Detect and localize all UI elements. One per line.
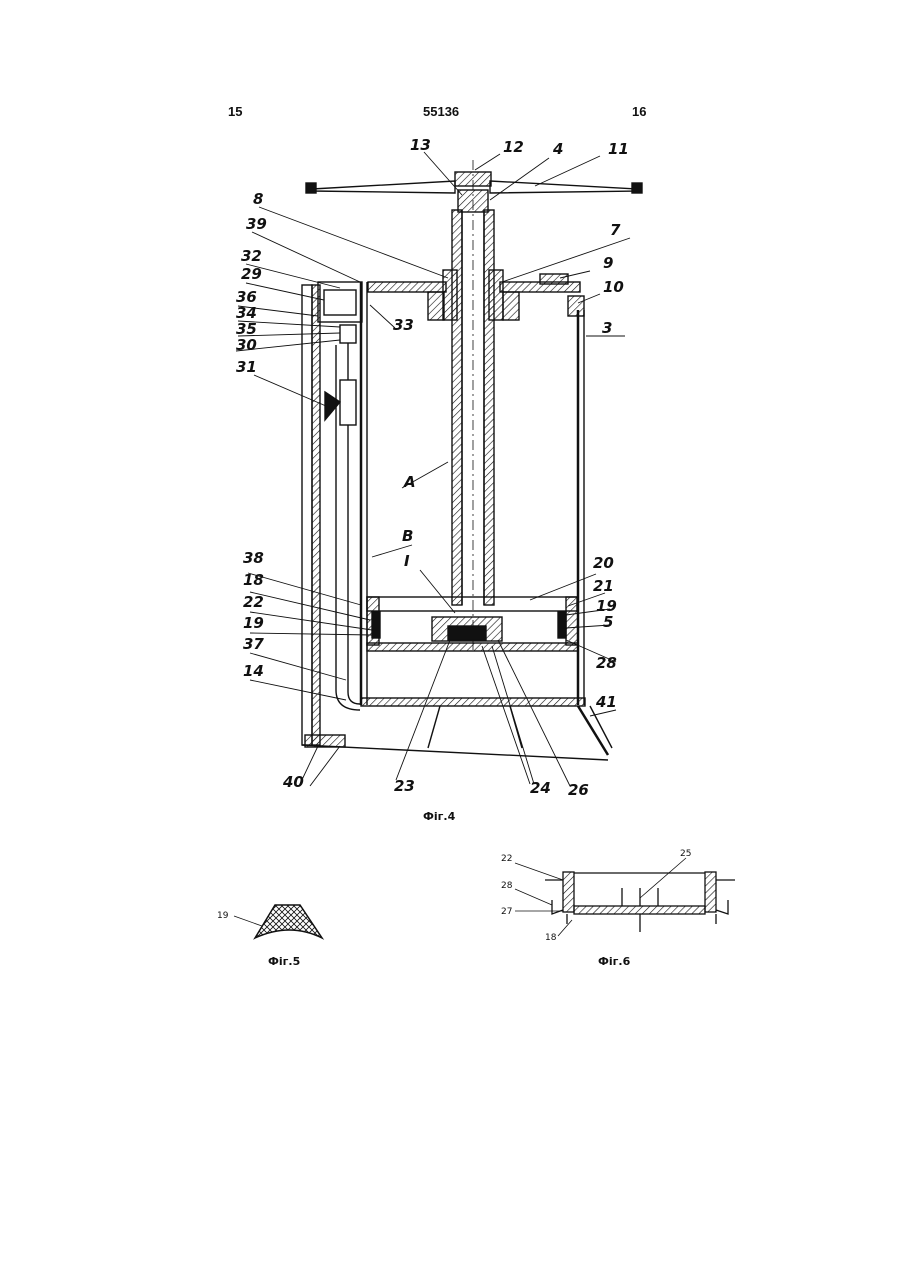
fig5-label-19: 19 <box>217 911 229 921</box>
fig4-label-37: 37 <box>243 635 264 653</box>
fig4-label-29: 29 <box>241 265 262 283</box>
fig4-label-21: 21 <box>593 577 614 595</box>
fig4-label-12: 12 <box>503 138 524 156</box>
fig4-label-5: 5 <box>603 613 613 631</box>
fig4-label-B: B <box>402 527 413 545</box>
fig4-label-30: 30 <box>236 336 257 354</box>
fig4-label-22: 22 <box>243 593 264 611</box>
fig4-label-13: 13 <box>410 136 431 154</box>
fig4-label-10: 10 <box>603 278 624 296</box>
figure-6-drawing <box>515 858 735 936</box>
fig4-label-4: 4 <box>552 140 563 158</box>
fig4-label-33: 33 <box>393 316 414 334</box>
fig4-label-7: 7 <box>610 221 621 239</box>
fig4-label-28: 28 <box>596 654 617 672</box>
figure-4-labels: 13 12 4 11 8 39 7 32 29 9 10 36 34 35 30… <box>236 136 629 823</box>
figure-5-drawing: 19 Фіг.5 <box>217 905 322 968</box>
fig4-label-39: 39 <box>246 215 267 233</box>
fig6-label-27: 27 <box>501 907 512 917</box>
fig4-label-3: 3 <box>602 319 612 337</box>
fig4-label-40: 40 <box>282 773 304 791</box>
fig4-label-41: 41 <box>595 693 617 711</box>
fig6-caption: Фіг.6 <box>598 955 631 968</box>
fig4-label-32: 32 <box>241 247 262 265</box>
fig4-label-19-left: 19 <box>243 614 264 632</box>
fig5-caption: Фіг.5 <box>268 955 300 968</box>
fig4-label-9: 9 <box>603 254 613 272</box>
fig6-label-22: 22 <box>501 854 512 864</box>
fig6-label-25: 25 <box>680 849 691 859</box>
fig4-label-20: 20 <box>593 554 614 572</box>
fig4-caption: Фіг.4 <box>423 810 456 823</box>
figure-4-leaders <box>236 152 630 786</box>
fig4-label-24: 24 <box>530 779 551 797</box>
fig4-label-23: 23 <box>394 777 415 795</box>
fig4-label-26: 26 <box>568 781 589 799</box>
fig4-label-18: 18 <box>243 571 264 589</box>
figure-4-drawing <box>302 160 642 760</box>
fig4-label-31: 31 <box>236 358 257 376</box>
fig4-label-14: 14 <box>243 662 264 680</box>
fig4-label-A: A <box>403 473 416 491</box>
fig4-label-11: 11 <box>608 140 629 158</box>
fig6-label-28: 28 <box>501 881 513 891</box>
fig4-label-38: 38 <box>243 549 264 567</box>
fig4-label-8: 8 <box>253 190 263 208</box>
fig4-label-I: I <box>404 552 410 570</box>
fig6-label-18: 18 <box>545 933 557 943</box>
